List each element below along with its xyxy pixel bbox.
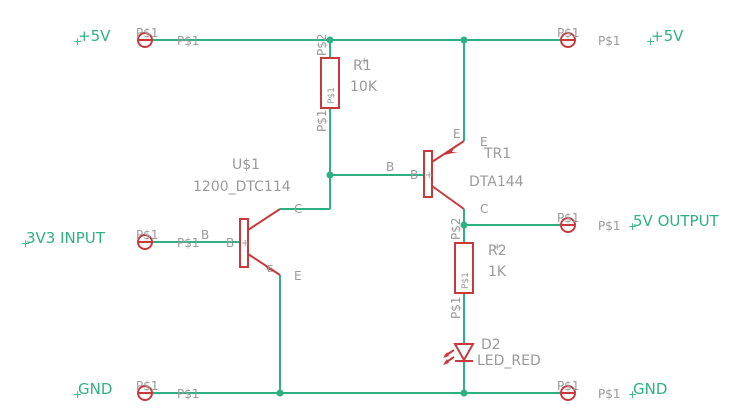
u1-pin-e: E — [294, 269, 302, 283]
pad-label: P$1 — [136, 26, 159, 40]
junction-dot — [460, 389, 468, 397]
transistor-u1[interactable]: + B B C E E U$1 1200_DTC114 — [193, 157, 302, 283]
d2-name: D2 — [481, 337, 501, 353]
net-label-vcc-left: +5V — [78, 27, 111, 45]
tr1-pin-e-side: E — [480, 135, 488, 149]
pad-output[interactable]: P$1 P$1 — [557, 211, 621, 233]
pad-label: P$1 — [557, 379, 580, 393]
pad-vcc-right[interactable]: P$1 P$1 — [557, 26, 621, 48]
r2-name: R2 — [488, 243, 507, 259]
tr1-value: DTA144 — [469, 174, 524, 190]
net-label-input: 3V3 INPUT — [26, 229, 106, 247]
junctions — [276, 36, 468, 397]
origin-cross: + — [493, 242, 501, 253]
junction-dot — [460, 36, 468, 44]
tr1-pin-b: B — [410, 168, 418, 182]
tr1-origin: + — [425, 170, 433, 181]
tr1-pin-b-net: B — [386, 160, 394, 174]
origin-cross: + — [360, 56, 368, 67]
tr1-pin-c: C — [480, 202, 488, 216]
r1-value: 10K — [350, 79, 378, 95]
net-label-gnd-right: GND — [633, 380, 667, 398]
pad-label: P$1 — [557, 211, 580, 225]
tr1-pin-e: E — [453, 127, 461, 141]
transistor-tr1[interactable]: + B B E E C TR1 DTA144 — [386, 127, 524, 216]
pad-label: P$1 — [598, 34, 621, 48]
origin-cross: + — [21, 237, 30, 250]
r1-inner-label: P$1 — [327, 87, 337, 104]
origin-cross: + — [73, 388, 82, 401]
d2-value: LED_RED — [477, 353, 541, 369]
r1-pin1-label: P$1 — [315, 109, 329, 132]
pad-gnd-left[interactable]: P$1 P$1 — [136, 379, 200, 401]
pad-label: P$1 — [557, 26, 580, 40]
tr1-name: TR1 — [483, 146, 511, 162]
pads: P$1 P$1 P$1 P$1 P$1 P$1 P$1 P$1 P$1 — [136, 26, 621, 401]
origin-cross: + — [628, 388, 637, 401]
junction-dot — [326, 36, 334, 44]
net-label-output: 5V OUTPUT — [633, 212, 720, 230]
led-d2[interactable]: D2 LED_RED — [443, 337, 541, 369]
pad-label: P$1 — [177, 34, 200, 48]
pad-vcc-left[interactable]: P$1 P$1 — [136, 26, 200, 48]
junction-dot — [276, 389, 284, 397]
junction-dot — [460, 221, 468, 229]
r1-pin2-label: P$2 — [315, 33, 329, 56]
u1-pin-b: B — [226, 236, 234, 250]
u1-origin: + — [241, 238, 249, 249]
pad-label: P$1 — [136, 379, 159, 393]
pad-label: P$1 — [598, 387, 621, 401]
u1-pin-b-net: B — [201, 228, 209, 242]
resistor-r2[interactable]: P$2 P$1 P$1 R2 1K + — [449, 217, 507, 319]
r2-pin1-label: P$1 — [449, 296, 463, 319]
origin-cross: + — [73, 35, 82, 48]
origin-cross: + — [628, 220, 637, 233]
r2-pin2-label: P$2 — [449, 217, 463, 240]
pad-label: P$1 — [598, 219, 621, 233]
r1-name: R1 — [353, 58, 372, 74]
r2-value: 1K — [488, 264, 507, 280]
pad-gnd-right[interactable]: P$1 P$1 — [557, 379, 621, 401]
origin-cross: + — [646, 35, 655, 48]
pad-label: P$1 — [177, 387, 200, 401]
net-labels: +5V +5V 3V3 INPUT 5V OUTPUT GND GND + + … — [21, 27, 720, 401]
resistor-r1[interactable]: P$2 P$1 P$1 R1 10K + — [315, 33, 378, 132]
net-label-vcc-right: +5V — [651, 27, 684, 45]
net-label-gnd-left: GND — [78, 380, 112, 398]
u1-value: 1200_DTC114 — [193, 179, 291, 195]
pad-label: P$1 — [136, 228, 159, 242]
pad-input[interactable]: P$1 P$1 — [136, 228, 200, 250]
u1-name: U$1 — [232, 157, 260, 173]
u1-pin-e-inner: E — [267, 264, 273, 275]
u1-pin-c: C — [294, 202, 302, 216]
r2-inner-label: P$1 — [461, 272, 471, 289]
junction-dot — [326, 171, 334, 179]
wires — [145, 39, 568, 394]
pad-label: P$1 — [177, 236, 200, 250]
